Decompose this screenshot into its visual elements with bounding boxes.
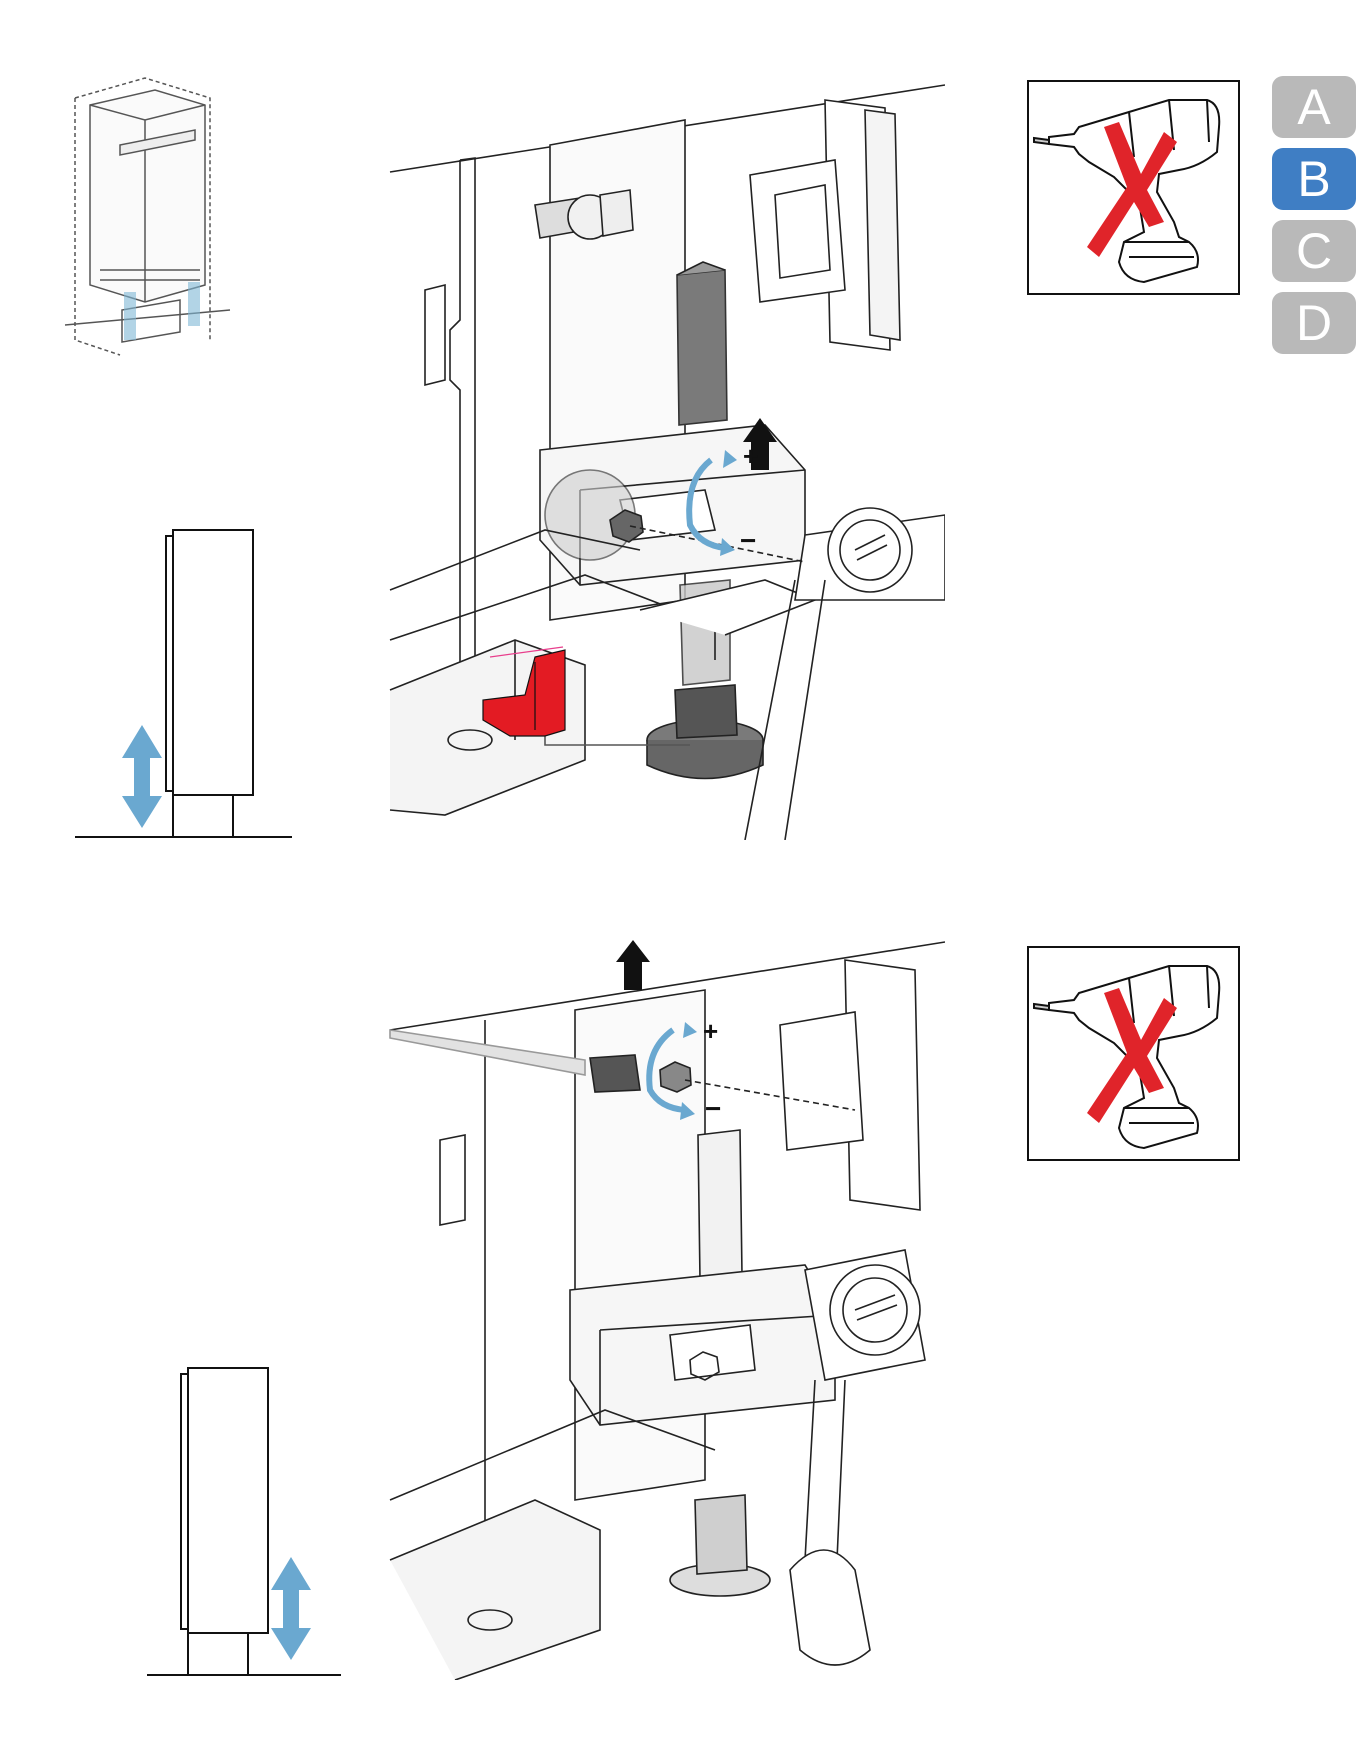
step-tab-c[interactable]: C <box>1272 220 1356 282</box>
no-power-drill-icon <box>1029 82 1238 293</box>
step-tab-b[interactable]: B <box>1272 148 1356 210</box>
no-power-drill-icon <box>1029 948 1238 1159</box>
highlight-right-foot <box>188 282 200 326</box>
foot-adjust-diagram-top: + − <box>385 80 945 840</box>
up-arrow-icon <box>616 940 650 990</box>
no-drill-warning-bottom <box>1027 946 1240 1161</box>
cabinet-side-profile-bottom <box>145 1360 355 1690</box>
highlight-left-foot <box>124 292 136 340</box>
rotation-minus-label: − <box>740 525 756 556</box>
rotation-plus-label: + <box>703 1016 718 1046</box>
foot-adjust-diagram-bottom: + − <box>385 940 945 1680</box>
step-tabs: A B C D <box>1272 76 1356 364</box>
cabinet-side-profile-top <box>70 520 300 850</box>
step-tab-a[interactable]: A <box>1272 76 1356 138</box>
cabinet-overview-diagram <box>60 70 240 370</box>
no-drill-warning-top <box>1027 80 1240 295</box>
rotation-minus-label: − <box>705 1093 721 1124</box>
step-tab-d[interactable]: D <box>1272 292 1356 354</box>
height-adjust-arrow-icon <box>122 725 162 828</box>
height-adjust-arrow-icon <box>271 1557 311 1660</box>
rotation-plus-label: + <box>743 441 758 471</box>
